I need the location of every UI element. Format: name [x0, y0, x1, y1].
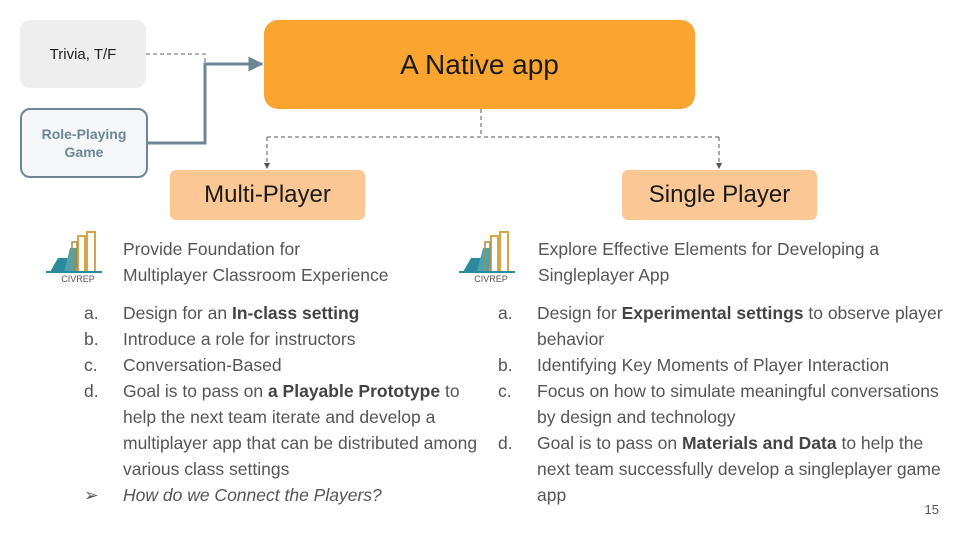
list-item: a. Design for Experimental settings to o…	[498, 300, 958, 352]
arrowhead-multi	[264, 163, 270, 169]
list-bold: Experimental settings	[621, 303, 804, 323]
question-text: How do we Connect the Players?	[123, 485, 382, 505]
multi-heading-line1: Provide Foundation for	[123, 239, 301, 259]
list-item: a. Design for an In-class setting	[84, 300, 484, 326]
list-item: d. Goal is to pass on a Playable Prototy…	[84, 378, 484, 482]
native-to-branches-connector	[266, 109, 720, 166]
list-text: Introduce a role for instructors	[123, 329, 356, 349]
list-item: b. Introduce a role for instructors	[84, 326, 484, 352]
page-number: 15	[924, 502, 939, 517]
list-marker: a.	[498, 303, 513, 323]
rpg-label-line2: Game	[64, 144, 104, 160]
list-text: Goal is to pass on	[537, 433, 682, 453]
list-bold: In-class setting	[231, 303, 360, 323]
civrep-logo-icon: CIVREP	[459, 231, 515, 284]
trivia-to-native-connector	[146, 53, 206, 64]
native-app-label: A Native app	[400, 48, 559, 80]
list-marker: c.	[498, 381, 512, 401]
multi-heading-line2: Multiplayer Classroom Experience	[123, 265, 389, 285]
list-marker: d.	[84, 381, 99, 401]
list-marker: a.	[84, 303, 99, 323]
list-marker: c.	[84, 355, 98, 375]
multi-player-node: Multi-Player	[170, 170, 365, 220]
logo-wordmark: CIVREP	[61, 274, 95, 284]
single-list: a. Design for Experimental settings to o…	[498, 300, 958, 508]
list-text: to observe player behavior	[537, 303, 943, 349]
arrow-bullet-icon: ➢	[84, 485, 99, 505]
list-text: Design for	[537, 303, 622, 323]
multi-heading: Provide Foundation for Multiplayer Class…	[123, 236, 453, 288]
arrowhead-single	[716, 163, 722, 169]
single-player-node: Single Player	[622, 170, 817, 220]
single-heading-line1: Explore Effective Elements for Developin…	[538, 239, 880, 259]
native-app-node: A Native app	[264, 20, 695, 109]
list-item-question: ➢ How do we Connect the Players?	[84, 482, 484, 508]
list-bold: a Playable Prototype	[267, 381, 441, 401]
list-text: to help the next team successfully devel…	[537, 433, 941, 505]
list-item: c. Focus on how to simulate meaningful c…	[498, 378, 958, 430]
list-text: Focus on how to simulate meaningful conv…	[537, 381, 939, 427]
list-text: to help the next team iterate and develo…	[123, 381, 478, 479]
logo-wordmark: CIVREP	[474, 274, 508, 284]
list-item: c. Conversation-Based	[84, 352, 484, 378]
list-text: Goal is to pass on	[123, 381, 268, 401]
rpg-to-native-arrow	[146, 56, 264, 145]
list-marker: d.	[498, 433, 513, 453]
list-bold: Materials and Data	[681, 433, 837, 453]
list-text: Identifying Key Moments of Player Intera…	[537, 355, 890, 375]
multi-player-label: Multi-Player	[204, 181, 331, 208]
single-player-label: Single Player	[648, 181, 791, 208]
list-text: Conversation-Based	[123, 355, 282, 375]
rpg-label-line1: Role-Playing	[41, 126, 127, 142]
list-text: Design for an	[123, 303, 232, 323]
rpg-node: Role-Playing Game	[20, 108, 148, 178]
trivia-node: Trivia, T/F	[20, 20, 146, 88]
list-marker: b.	[498, 355, 513, 375]
civrep-logo-icon: CIVREP	[46, 231, 102, 284]
list-item: b. Identifying Key Moments of Player Int…	[498, 352, 958, 378]
list-item: d. Goal is to pass on Materials and Data…	[498, 430, 958, 508]
multi-list: a. Design for an In-class setting b. Int…	[84, 300, 484, 508]
trivia-label: Trivia, T/F	[49, 45, 117, 63]
single-heading: Explore Effective Elements for Developin…	[538, 236, 938, 288]
list-marker: b.	[84, 329, 99, 349]
single-heading-line2: Singleplayer App	[538, 265, 670, 285]
